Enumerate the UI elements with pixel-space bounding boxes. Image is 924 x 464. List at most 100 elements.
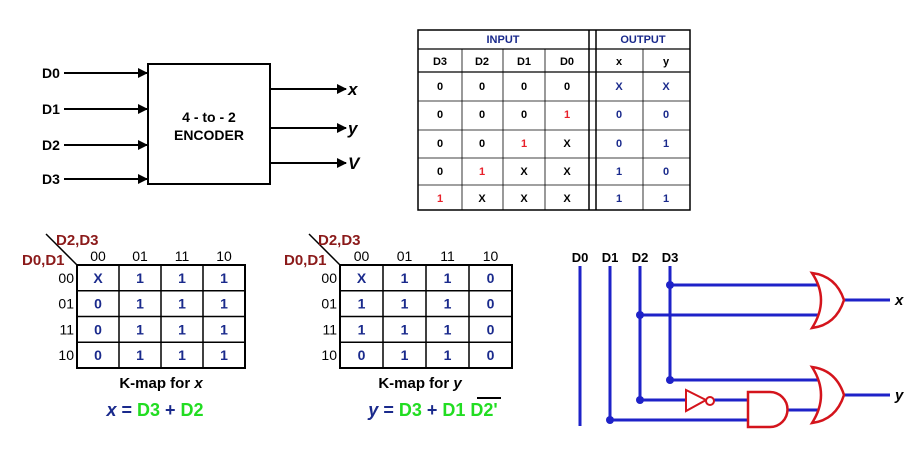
- kmap-y-cell: 1: [401, 296, 409, 312]
- kmap-x-cell: 1: [178, 321, 186, 337]
- kmap-x-cell: 0: [94, 296, 102, 312]
- truth-table-cell: 0: [437, 138, 443, 150]
- kmap-y-col-header: 10: [483, 248, 499, 264]
- encoder-output-y: y: [347, 119, 359, 138]
- kmap-x-col-header: 11: [175, 248, 190, 264]
- truth-table-cell: 0: [663, 109, 669, 121]
- truth-table-cell: 1: [663, 193, 669, 205]
- kmap-x-cell: 1: [136, 321, 144, 337]
- kmap-x-cell: 1: [220, 296, 228, 312]
- truth-table-cell: 0: [521, 109, 527, 121]
- truth-table-cell: X: [563, 193, 571, 205]
- truth-table-cell: 0: [564, 81, 570, 93]
- circuit-wires: [578, 266, 890, 426]
- truth-table-cell: 0: [521, 81, 527, 93]
- kmap-x-col-header: 01: [132, 248, 148, 264]
- kmap-y-eq-t2: D1: [442, 400, 465, 420]
- junction-dot: [666, 376, 674, 384]
- kmap-x-eq-lhs: x: [105, 400, 117, 420]
- kmap-x-cell: 1: [178, 270, 186, 286]
- truth-table-col-header: D0: [560, 56, 574, 68]
- kmap-y-caption-prefix: K-map for: [378, 375, 453, 392]
- kmap-y-eq-eq: =: [378, 400, 399, 420]
- kmap-x-row-header: 11: [59, 321, 74, 337]
- encoder-output-v: V: [348, 154, 361, 173]
- truth-table-output-header: OUTPUT: [620, 34, 666, 46]
- kmap-y-cell: X: [357, 270, 367, 286]
- kmap-y-row-header: 01: [321, 296, 337, 312]
- truth-table-cell: X: [478, 193, 486, 205]
- truth-table-cell: 1: [479, 166, 485, 178]
- truth-table-cell: X: [615, 81, 623, 93]
- kmap-y-cell: 0: [487, 296, 495, 312]
- kmap-x-cell: 1: [220, 270, 228, 286]
- truth-table-input-header: INPUT: [487, 34, 520, 46]
- kmap-x-eq-t2: D2: [181, 400, 204, 420]
- encoder-input-d0: D0: [42, 65, 60, 81]
- truth-table-frame: [417, 29, 691, 211]
- or-gate-x: [809, 271, 846, 330]
- kmap-x-cell: 0: [94, 321, 102, 337]
- kmap-x-cell: 1: [220, 321, 228, 337]
- encoder-block: [147, 63, 271, 185]
- kmap-y-cell: 1: [444, 270, 452, 286]
- truth-table-cell: 1: [437, 193, 443, 205]
- kmap-x-caption: K-map for x: [119, 375, 203, 392]
- encoder-block-line2: ENCODER: [174, 127, 244, 143]
- truth-table-cell: 0: [616, 138, 622, 150]
- truth-table-cell: 0: [616, 109, 622, 121]
- truth-table-col-header: D3: [433, 56, 447, 68]
- kmap-y-corner-diagonal: [308, 233, 341, 266]
- truth-table-cell: 1: [616, 193, 622, 205]
- encoder-input-d3: D3: [42, 171, 60, 187]
- circuit-input-d3: D3: [662, 250, 679, 265]
- kmap-y-row-header: 00: [321, 270, 337, 286]
- kmap-x-cell: 1: [178, 296, 186, 312]
- kmap-x-col-header: 00: [90, 248, 106, 264]
- truth-table-cell: 0: [437, 81, 443, 93]
- kmap-y-cell: 1: [444, 347, 452, 363]
- truth-table-cell: 0: [479, 109, 485, 121]
- kmap-x-row-header: 01: [58, 296, 74, 312]
- not-gate-bubble: [705, 396, 715, 406]
- circuit-output-x: x: [894, 292, 904, 309]
- encoder-diagram: 4 - to - 2 ENCODER D0 D1 D2 D3 x y V: [42, 63, 361, 187]
- kmap-x-row-header: 10: [58, 347, 74, 363]
- kmap-x-cell: 1: [178, 347, 186, 363]
- kmap-y-row-header: 10: [321, 347, 337, 363]
- truth-table-cell: X: [662, 81, 670, 93]
- truth-table-cell: 0: [479, 138, 485, 150]
- kmap-y-cell: 1: [401, 321, 409, 337]
- circuit-input-d1: D1: [602, 250, 619, 265]
- kmap-y-cell: 0: [358, 347, 366, 363]
- truth-table-cell: X: [563, 138, 571, 150]
- truth-table-cell: X: [520, 166, 528, 178]
- kmap-y-cell: 1: [358, 321, 366, 337]
- truth-table-cell: 0: [479, 81, 485, 93]
- junction-dot: [606, 416, 614, 424]
- kmap-y-cell: 1: [444, 296, 452, 312]
- kmap-x-equation: x = D3 + D2: [105, 400, 203, 420]
- encoder-input-d2: D2: [42, 137, 60, 153]
- or-gate-y: [809, 365, 846, 425]
- junction-dot: [666, 281, 674, 289]
- kmap-x-row-var: D0,D1: [22, 252, 65, 269]
- not-gate: [685, 388, 709, 413]
- kmap-x-row-header: 00: [58, 270, 74, 286]
- junction-dot: [636, 396, 644, 404]
- truth-table-cell: 1: [663, 138, 669, 150]
- truth-table-col-header: x: [616, 56, 623, 68]
- kmap-y-col-var: D2,D3: [318, 232, 361, 249]
- kmap-y-cell: 0: [487, 347, 495, 363]
- truth-table-cell: 1: [521, 138, 527, 150]
- and-gate: [746, 390, 789, 429]
- kmap-y-cell: 1: [358, 296, 366, 312]
- junction-dot: [636, 311, 644, 319]
- kmap-x-cell: X: [93, 270, 103, 286]
- truth-table-col-header: y: [663, 56, 670, 68]
- truth-table-cell: 1: [564, 109, 570, 121]
- kmap-y-eq-t3: D2': [470, 400, 497, 420]
